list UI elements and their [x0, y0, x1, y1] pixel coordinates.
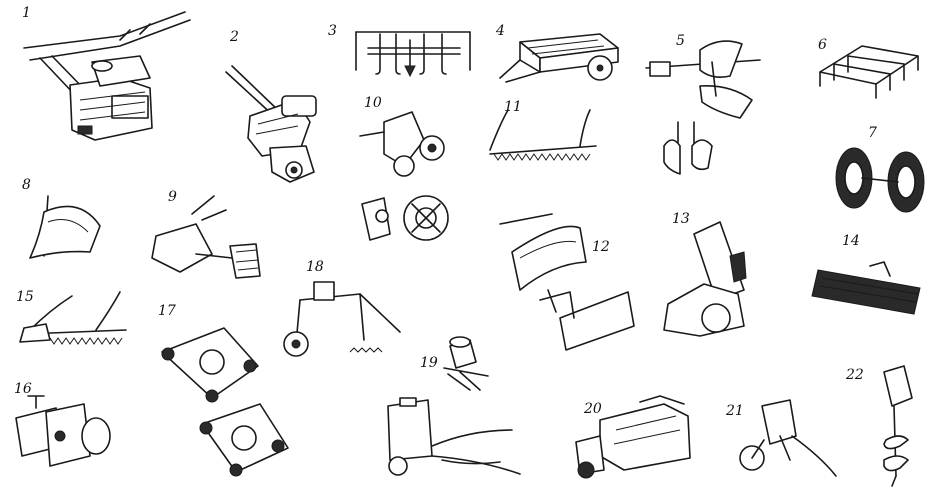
item-1-motor-block — [23, 11, 191, 141]
item-7-wheels — [835, 147, 925, 213]
item-22-auger — [883, 365, 913, 487]
item-18-wheeled-frame — [283, 281, 401, 357]
item-13-snow-blower — [663, 221, 747, 337]
item-17-lawn-mowers — [161, 327, 289, 477]
label-9: 9 — [168, 189, 177, 205]
label-11: 11 — [504, 99, 522, 115]
item-15-mower — [19, 291, 127, 345]
item-20-sprayer-cart — [387, 397, 521, 476]
item-5-plough — [645, 40, 761, 175]
label-2: 2 — [230, 29, 239, 45]
item-20-sweeper — [575, 395, 691, 479]
label-8: 8 — [22, 177, 31, 193]
item-11-cutter-bar — [489, 109, 597, 161]
item-8-plough-body — [29, 195, 101, 259]
label-14: 14 — [842, 233, 860, 249]
item-2-drive-unit — [225, 65, 317, 183]
label-10: 10 — [364, 95, 382, 111]
label-18: 18 — [306, 259, 324, 275]
label-17: 17 — [158, 303, 176, 319]
label-4: 4 — [496, 23, 505, 39]
item-9-rotary-tiller — [151, 195, 261, 279]
label-15: 15 — [16, 289, 34, 305]
item-19-cultivator — [443, 336, 489, 391]
label-20: 20 — [584, 401, 602, 417]
item-10-motor-unit — [359, 111, 449, 241]
label-21: 21 — [726, 403, 744, 419]
label-7: 7 — [868, 125, 877, 141]
item-16-engine — [15, 395, 111, 467]
item-3-tine-frame — [355, 31, 471, 78]
item-6-harrow — [819, 45, 919, 99]
label-12: 12 — [592, 239, 610, 255]
item-4-trailer — [499, 33, 619, 83]
item-12-dozer-blade — [499, 213, 635, 351]
label-3: 3 — [328, 23, 337, 39]
item-14-brush-sweeper — [811, 261, 921, 315]
label-16: 16 — [14, 381, 32, 397]
label-19: 19 — [420, 355, 438, 371]
label-22: 22 — [846, 367, 864, 383]
item-21-hoe — [739, 399, 837, 477]
label-1: 1 — [22, 5, 31, 21]
label-13: 13 — [672, 211, 690, 227]
label-6: 6 — [818, 37, 827, 53]
label-5: 5 — [676, 33, 685, 49]
